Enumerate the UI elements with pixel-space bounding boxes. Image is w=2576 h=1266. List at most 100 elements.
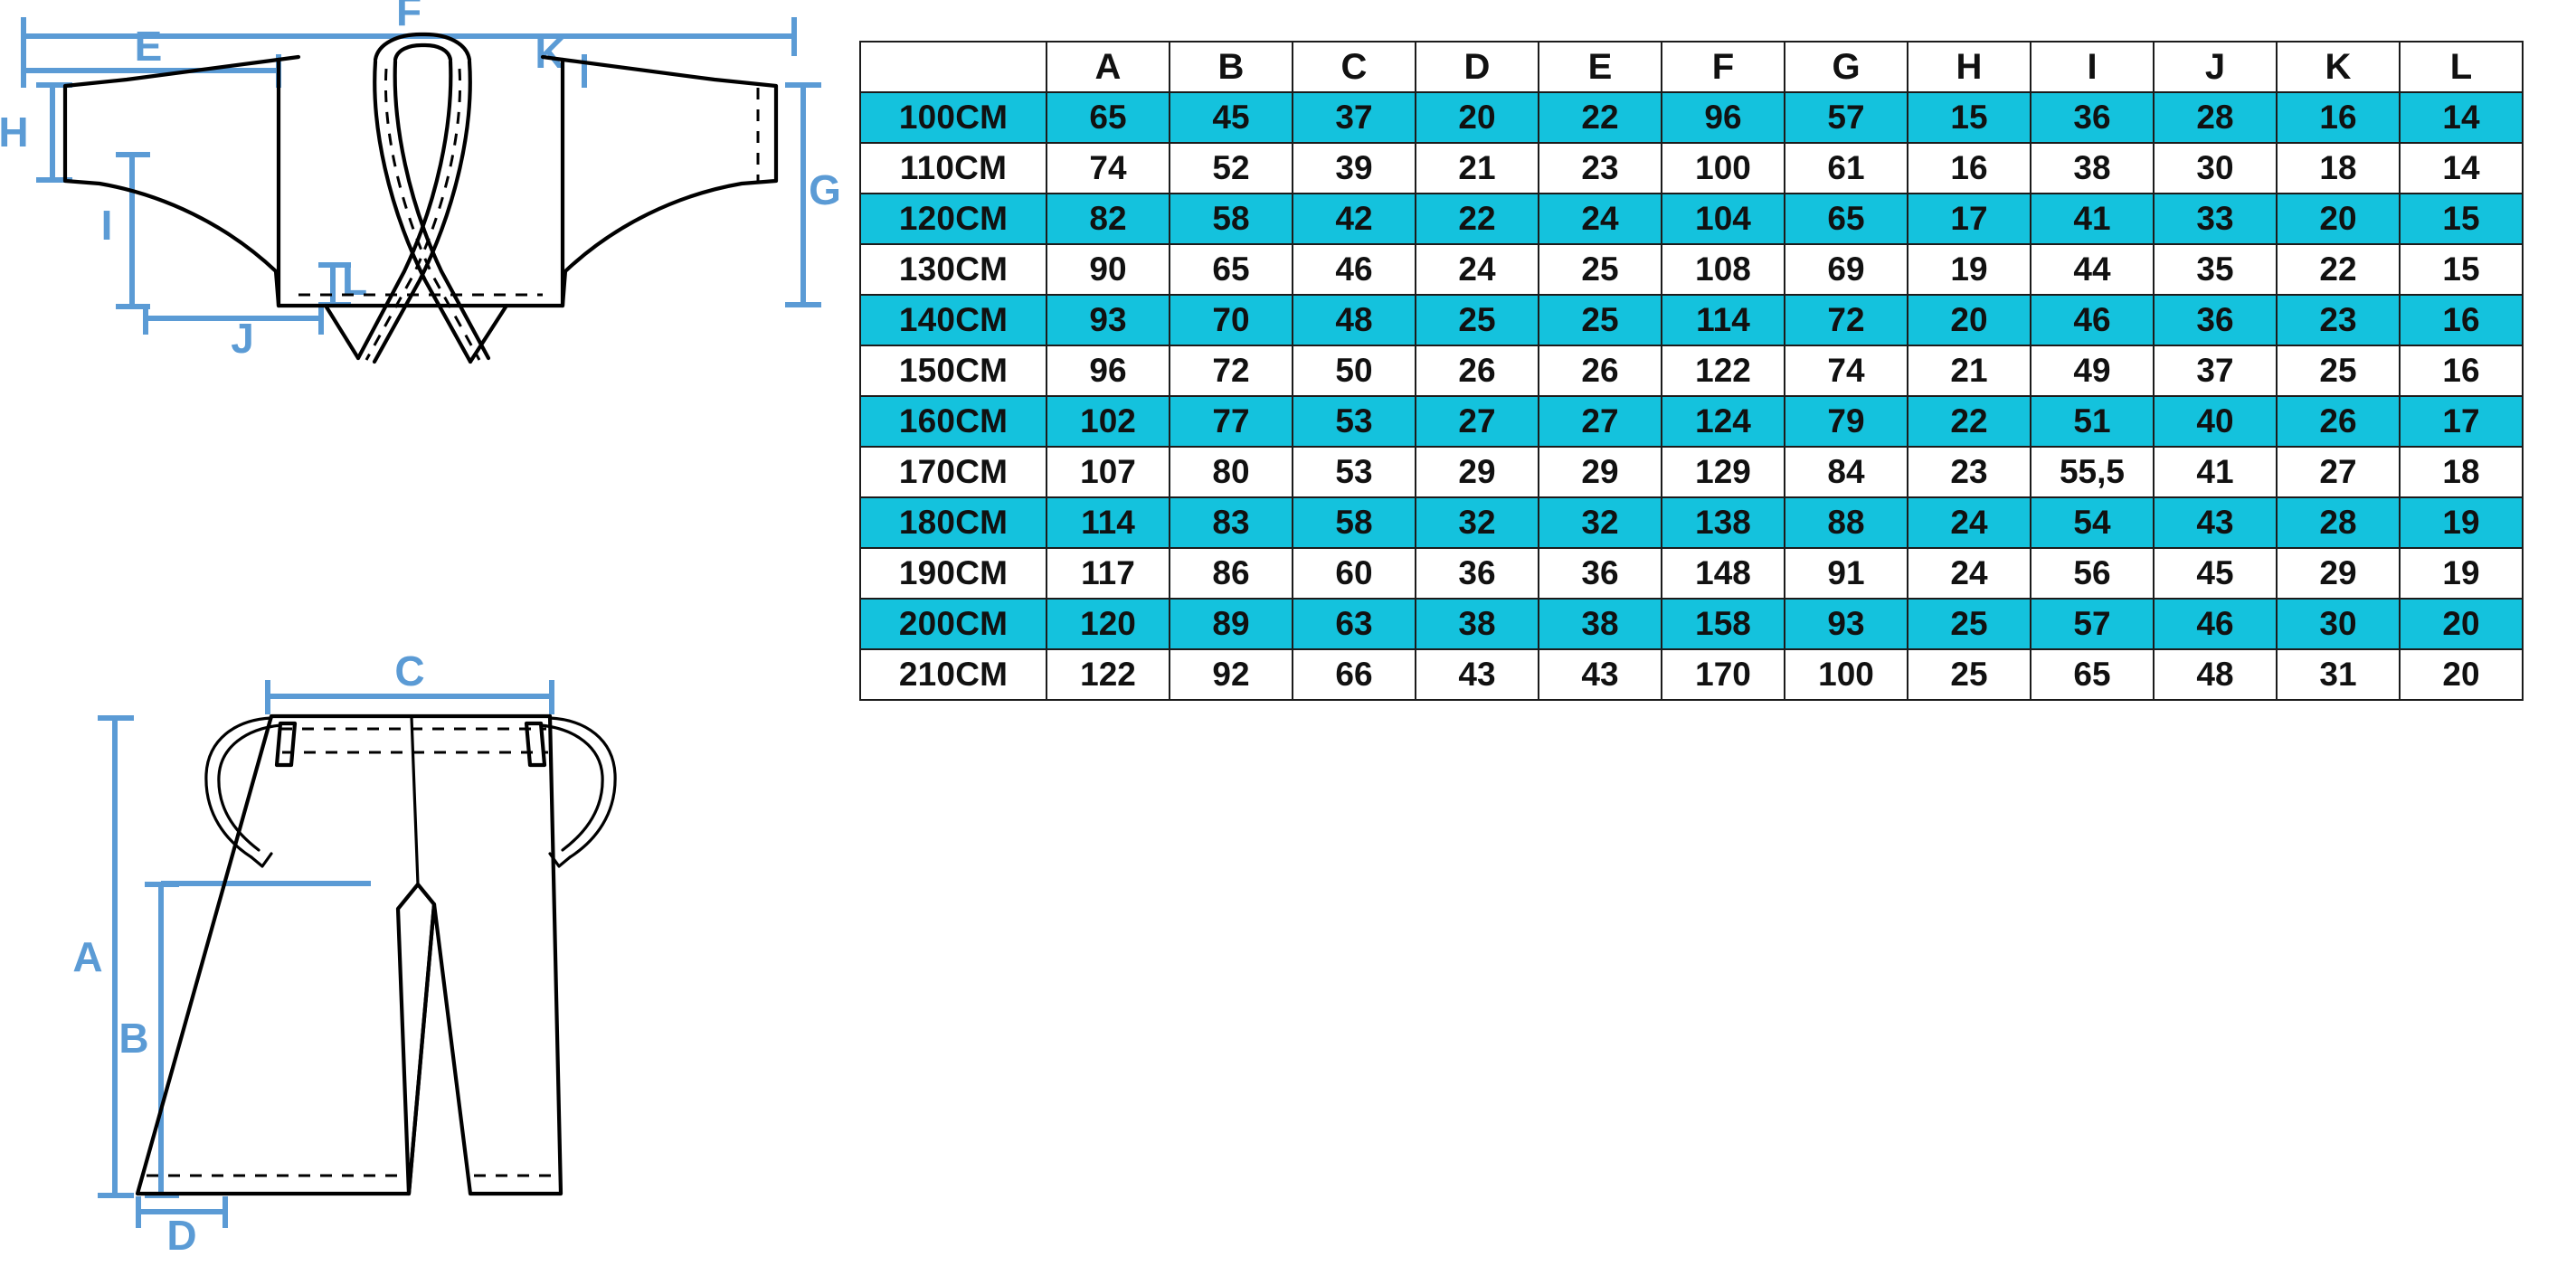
measurement-cell-C: 58 xyxy=(1292,496,1416,549)
measurement-cell-F: 100 xyxy=(1661,142,1785,194)
measurement-cell-C: 60 xyxy=(1292,547,1416,600)
measurement-cell-J: 28 xyxy=(2153,91,2278,144)
measurement-cell-E: 38 xyxy=(1538,598,1662,650)
measurement-cell-E: 27 xyxy=(1538,395,1662,448)
measurement-cell-E: 36 xyxy=(1538,547,1662,600)
jacket-outline xyxy=(62,54,779,308)
measurement-cell-F: 124 xyxy=(1661,395,1785,448)
dimension-label-F: F xyxy=(396,0,421,34)
measurement-cell-D: 27 xyxy=(1415,395,1539,448)
measurement-cell-B: 83 xyxy=(1169,496,1293,549)
dimension-label-C: C xyxy=(394,647,424,694)
measurement-cell-H: 24 xyxy=(1907,547,2031,600)
jacket-collar-outer xyxy=(373,32,472,62)
measurement-cell-D: 38 xyxy=(1415,598,1539,650)
measurement-cell-A: 90 xyxy=(1046,243,1170,296)
measurement-cell-A: 114 xyxy=(1046,496,1170,549)
pants-drawstring-right-inner xyxy=(539,723,604,852)
measurement-cell-J: 30 xyxy=(2153,142,2278,194)
measurement-cell-F: 122 xyxy=(1661,345,1785,397)
dimension-label-J: J xyxy=(231,315,254,362)
measurement-cell-A: 120 xyxy=(1046,598,1170,650)
measurement-cell-J: 36 xyxy=(2153,294,2278,346)
measurement-cell-C: 66 xyxy=(1292,648,1416,701)
measurement-cell-I: 49 xyxy=(2030,345,2155,397)
measurement-cell-F: 114 xyxy=(1661,294,1785,346)
measurement-cell-H: 22 xyxy=(1907,395,2031,448)
karate-pants-front-view: C A B xyxy=(72,647,617,1259)
measurement-cell-G: 88 xyxy=(1784,496,1908,549)
pants-crotch xyxy=(395,882,437,1196)
measurement-cell-B: 52 xyxy=(1169,142,1293,194)
measurement-cell-B: 65 xyxy=(1169,243,1293,296)
measurement-cell-B: 77 xyxy=(1169,395,1293,448)
measurement-cell-E: 22 xyxy=(1538,91,1662,144)
measurement-cell-D: 26 xyxy=(1415,345,1539,397)
measurement-cell-J: 41 xyxy=(2153,446,2278,498)
measurement-cell-K: 31 xyxy=(2276,648,2401,701)
size-label-cell: 200CM xyxy=(859,598,1047,650)
measurement-cell-G: 57 xyxy=(1784,91,1908,144)
measurement-cell-B: 86 xyxy=(1169,547,1293,600)
dimension-label-A: A xyxy=(72,933,102,980)
measurement-cell-J: 33 xyxy=(2153,193,2278,245)
size-label-cell: 140CM xyxy=(859,294,1047,346)
measurement-cell-H: 19 xyxy=(1907,243,2031,296)
measurement-cell-L: 14 xyxy=(2399,91,2524,144)
measurement-cell-J: 40 xyxy=(2153,395,2278,448)
measurement-cell-I: 57 xyxy=(2030,598,2155,650)
measurement-cell-C: 39 xyxy=(1292,142,1416,194)
dimension-J: J xyxy=(143,304,324,362)
size-label-cell: 100CM xyxy=(859,91,1047,144)
measurement-cell-K: 22 xyxy=(2276,243,2401,296)
measurement-cell-E: 29 xyxy=(1538,446,1662,498)
measurement-cell-B: 92 xyxy=(1169,648,1293,701)
measurement-cell-B: 70 xyxy=(1169,294,1293,346)
pants-drawstring-right xyxy=(548,716,617,859)
size-label-cell: 180CM xyxy=(859,496,1047,549)
pants-drawstring-left-inner xyxy=(217,723,282,852)
column-header-D: D xyxy=(1415,41,1539,93)
measurement-cell-D: 43 xyxy=(1415,648,1539,701)
measurement-cell-C: 48 xyxy=(1292,294,1416,346)
measurement-cell-G: 100 xyxy=(1784,648,1908,701)
dimension-label-D: D xyxy=(166,1212,196,1259)
column-header-H: H xyxy=(1907,41,2031,93)
measurement-cell-I: 46 xyxy=(2030,294,2155,346)
measurement-cell-F: 170 xyxy=(1661,648,1785,701)
measurement-cell-J: 46 xyxy=(2153,598,2278,650)
measurement-cell-I: 55,5 xyxy=(2030,446,2155,498)
measurement-cell-H: 23 xyxy=(1907,446,2031,498)
karate-jacket-front-view: F E K H xyxy=(0,0,841,364)
measurement-cell-K: 27 xyxy=(2276,446,2401,498)
measurement-cell-F: 104 xyxy=(1661,193,1785,245)
measurement-cell-G: 65 xyxy=(1784,193,1908,245)
table-header-row: A B C D E F G H I J K L xyxy=(859,41,2524,93)
measurement-cell-C: 46 xyxy=(1292,243,1416,296)
size-label-cell: 170CM xyxy=(859,446,1047,498)
measurement-cell-K: 18 xyxy=(2276,142,2401,194)
measurement-cell-G: 91 xyxy=(1784,547,1908,600)
garment-diagram-pane: F E K H xyxy=(0,0,841,1266)
measurement-cell-L: 19 xyxy=(2399,547,2524,600)
column-header-E: E xyxy=(1538,41,1662,93)
jacket-lapel-crossing xyxy=(323,303,509,364)
measurement-cell-E: 23 xyxy=(1538,142,1662,194)
measurement-cell-L: 15 xyxy=(2399,243,2524,296)
dimension-K: K xyxy=(535,30,587,88)
measurement-cell-L: 17 xyxy=(2399,395,2524,448)
measurement-cell-B: 89 xyxy=(1169,598,1293,650)
measurement-cell-D: 29 xyxy=(1415,446,1539,498)
measurement-cell-F: 138 xyxy=(1661,496,1785,549)
measurement-cell-K: 20 xyxy=(2276,193,2401,245)
measurement-cell-L: 15 xyxy=(2399,193,2524,245)
measurement-cell-I: 36 xyxy=(2030,91,2155,144)
size-label-cell: 110CM xyxy=(859,142,1047,194)
size-label-cell: 210CM xyxy=(859,648,1047,701)
